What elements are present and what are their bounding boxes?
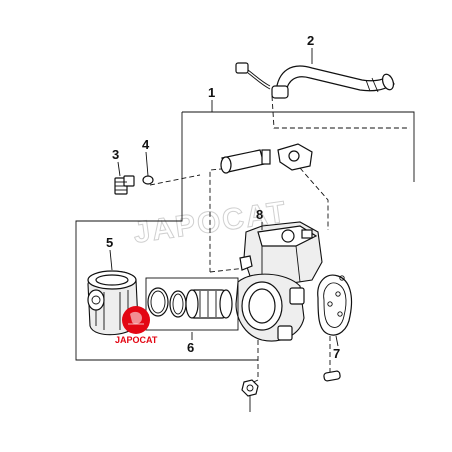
callout-1: 1 [208,85,215,100]
callout-2: 2 [307,33,314,48]
logo-text: JAPOCAT [115,335,158,345]
japocat-logo: JAPOCAT [115,306,158,345]
callout-5: 5 [106,235,113,250]
part-7-gasket [317,274,353,336]
part-4-seal-ring [142,175,154,185]
callout-4: 4 [142,137,150,152]
part-8-housing [239,221,323,287]
sensor-connector [235,62,271,90]
callout-3: 3 [112,147,119,162]
dowel-pin [323,370,341,382]
callout-7: 7 [333,346,340,361]
callout-6: 6 [187,340,194,355]
pipe-fittings [220,143,313,174]
part-6-filter-element [145,277,239,331]
part-3-bolt [114,175,135,195]
bottom-nut [241,379,259,412]
callout-8: 8 [256,207,263,222]
part-2-hose [271,65,395,99]
callout-leaders [109,48,339,347]
assembly-frame [75,111,415,361]
filter-head [235,273,305,342]
